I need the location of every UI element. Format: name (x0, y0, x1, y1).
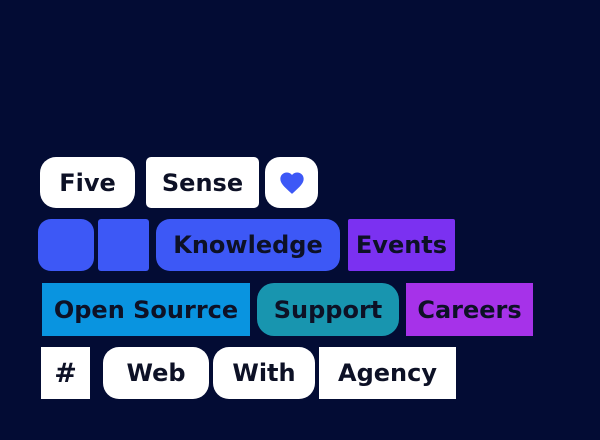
tag-sense-label: Sense (161, 168, 244, 197)
tag-web-label: Web (126, 359, 186, 387)
tag-events-label: Events (355, 231, 448, 259)
tag-sense[interactable]: Sense (146, 157, 259, 208)
tag-support[interactable]: Support (257, 283, 399, 336)
tag-agency-label: Agency (338, 359, 437, 387)
tag-support-label: Support (273, 295, 383, 324)
tag-five-label: Five (59, 168, 116, 197)
tag-careers[interactable]: Careers (406, 283, 533, 336)
blue-square-sharp (98, 219, 149, 271)
tag-hash-label: # (54, 357, 77, 389)
tag-with-label: With (232, 359, 296, 387)
tag-careers-label: Careers (417, 295, 522, 324)
tag-hash[interactable]: # (41, 347, 90, 399)
heart-tile[interactable] (265, 157, 318, 208)
tag-agency[interactable]: Agency (319, 347, 456, 399)
blue-square-rounded (38, 219, 94, 271)
tag-open-source[interactable]: Open Sourrce (42, 283, 250, 336)
heart-icon (279, 172, 304, 194)
tag-web[interactable]: Web (103, 347, 209, 399)
tag-with[interactable]: With (213, 347, 315, 399)
tag-knowledge-label: Knowledge (173, 231, 323, 259)
tag-knowledge[interactable]: Knowledge (156, 219, 340, 271)
tag-five[interactable]: Five (40, 157, 135, 208)
tag-events[interactable]: Events (348, 219, 455, 271)
tag-open-source-label: Open Sourrce (53, 295, 239, 324)
